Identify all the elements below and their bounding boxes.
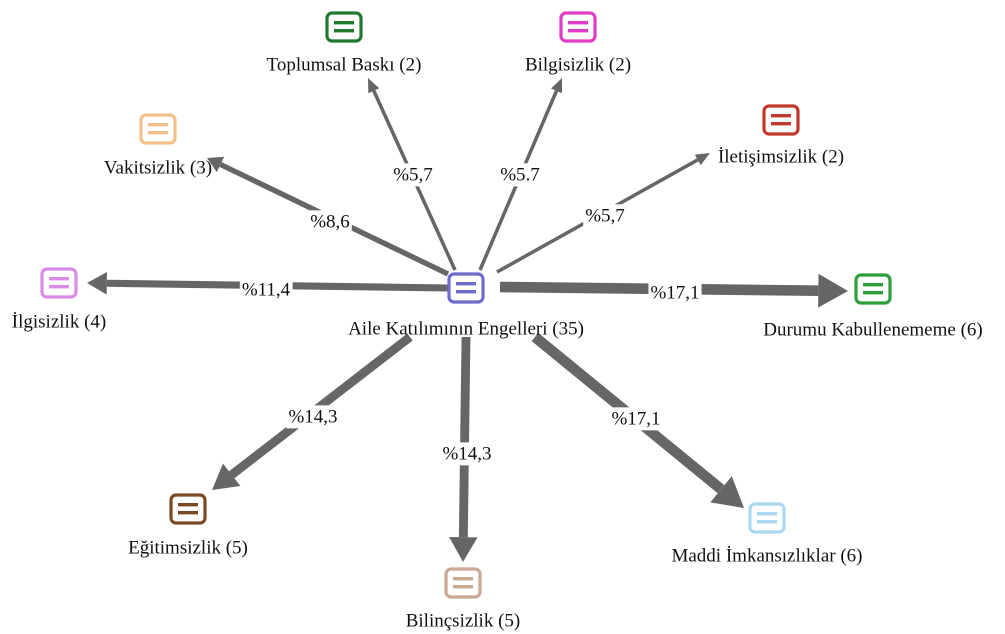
- node-toplumsal[interactable]: Toplumsal Baskı (2): [267, 11, 422, 75]
- node-bilgisizlik[interactable]: Bilgisizlik (2): [525, 11, 631, 75]
- node-label-bilincsizlik: Bilinçsizlik (5): [406, 610, 521, 631]
- arrowhead-vakitsizlik: [207, 156, 225, 173]
- node-label-iletisim: İletişimsizlik (2): [718, 146, 844, 167]
- node-bilincsizlik[interactable]: Bilinçsizlik (5): [406, 567, 521, 631]
- arrowhead-egitimsizlik: [212, 463, 241, 490]
- edge-ilgisizlik: %11,4: [87, 271, 449, 302]
- edge-label-bg-durumu: [648, 281, 702, 305]
- edge-label-bg-bilgisizlik: [498, 163, 542, 187]
- node-label-maddi: Maddi İmkansızlıklar (6): [671, 545, 862, 566]
- edge-label-bg-iletisim: [583, 204, 627, 228]
- edge-label-egitimsizlik: %14,3: [288, 406, 337, 427]
- node-center[interactable]: Aile Katılımının Engelleri (35): [348, 272, 584, 339]
- node-egitimsizlik[interactable]: Eğitimsizlik (5): [128, 493, 248, 558]
- edge-label-vakitsizlik: %8,6: [310, 211, 350, 232]
- edge-label-bg-bilincsizlik: [440, 442, 494, 466]
- arrowhead-bilgisizlik: [550, 78, 563, 94]
- edge-vakitsizlik: %8,6: [207, 156, 450, 277]
- edges-layer: %5,7 %5.7 %5,7 %8,6 %11,4 %17,1 %14,3 %14,3 %17,…: [87, 78, 848, 562]
- document-icon: [444, 567, 482, 599]
- node-label-vakitsizlik: Vakitsizlik (3): [104, 157, 212, 178]
- edge-label-toplumsal: %5,7: [393, 164, 433, 185]
- document-icon: [325, 11, 363, 43]
- document-icon: [854, 273, 892, 305]
- node-label-center: Aile Katılımının Engelleri (35): [348, 318, 584, 339]
- edge-label-bilgisizlik: %5.7: [500, 164, 540, 185]
- arrowhead-toplumsal: [368, 78, 380, 94]
- node-label-ilgisizlik: İlgisizlik (4): [12, 311, 106, 332]
- document-icon: [447, 272, 485, 304]
- arrowhead-iletisim: [694, 153, 710, 166]
- arrowhead-durumu: [818, 273, 848, 308]
- node-label-toplumsal: Toplumsal Baskı (2): [267, 54, 422, 75]
- arrowhead-bilincsizlik: [449, 536, 478, 562]
- edge-bilincsizlik: %14,3: [440, 336, 494, 562]
- edge-label-ilgisizlik: %11,4: [242, 279, 291, 300]
- document-icon: [169, 493, 207, 525]
- edge-label-bg-toplumsal: [391, 163, 435, 187]
- edge-bilgisizlik: %5.7: [478, 78, 563, 271]
- document-icon: [748, 502, 786, 534]
- node-label-bilgisizlik: Bilgisizlik (2): [525, 54, 631, 75]
- document-icon: [559, 11, 597, 43]
- edge-label-bg-vakitsizlik: [308, 210, 352, 234]
- node-durumu[interactable]: Durumu Kabullenememe (6): [763, 273, 983, 340]
- arrowhead-maddi: [710, 476, 744, 508]
- node-ilgisizlik[interactable]: İlgisizlik (4): [12, 267, 106, 332]
- edge-toplumsal: %5,7: [368, 78, 457, 271]
- nodes-layer: Aile Katılımının Engelleri (35) Toplumsal…: [12, 11, 983, 631]
- node-vakitsizlik[interactable]: Vakitsizlik (3): [104, 113, 212, 178]
- edge-label-durumu: %17,1: [650, 282, 699, 303]
- edge-label-iletisim: %5,7: [585, 205, 625, 226]
- edge-label-bg-maddi: [609, 407, 663, 431]
- document-icon: [40, 267, 78, 299]
- node-label-durumu: Durumu Kabullenememe (6): [763, 319, 982, 340]
- edge-iletisim: %5,7: [496, 153, 710, 274]
- edge-label-bg-ilgisizlik: [239, 278, 293, 302]
- arrowhead-ilgisizlik: [87, 271, 107, 295]
- edge-durumu: %17,1: [499, 273, 848, 308]
- node-maddi[interactable]: Maddi İmkansızlıklar (6): [671, 502, 863, 566]
- document-icon: [762, 104, 800, 136]
- edge-label-bg-egitimsizlik: [286, 405, 340, 429]
- document-icon: [139, 113, 177, 145]
- edge-label-maddi: %17,1: [611, 408, 660, 429]
- node-label-egitimsizlik: Eğitimsizlik (5): [128, 537, 248, 558]
- edge-line-bilincsizlik: [458, 336, 471, 538]
- edge-egitimsizlik: %14,3: [212, 333, 413, 490]
- edge-label-bilincsizlik: %14,3: [442, 443, 491, 464]
- edge-maddi: %17,1: [531, 332, 744, 508]
- node-iletisim[interactable]: İletişimsizlik (2): [718, 104, 844, 167]
